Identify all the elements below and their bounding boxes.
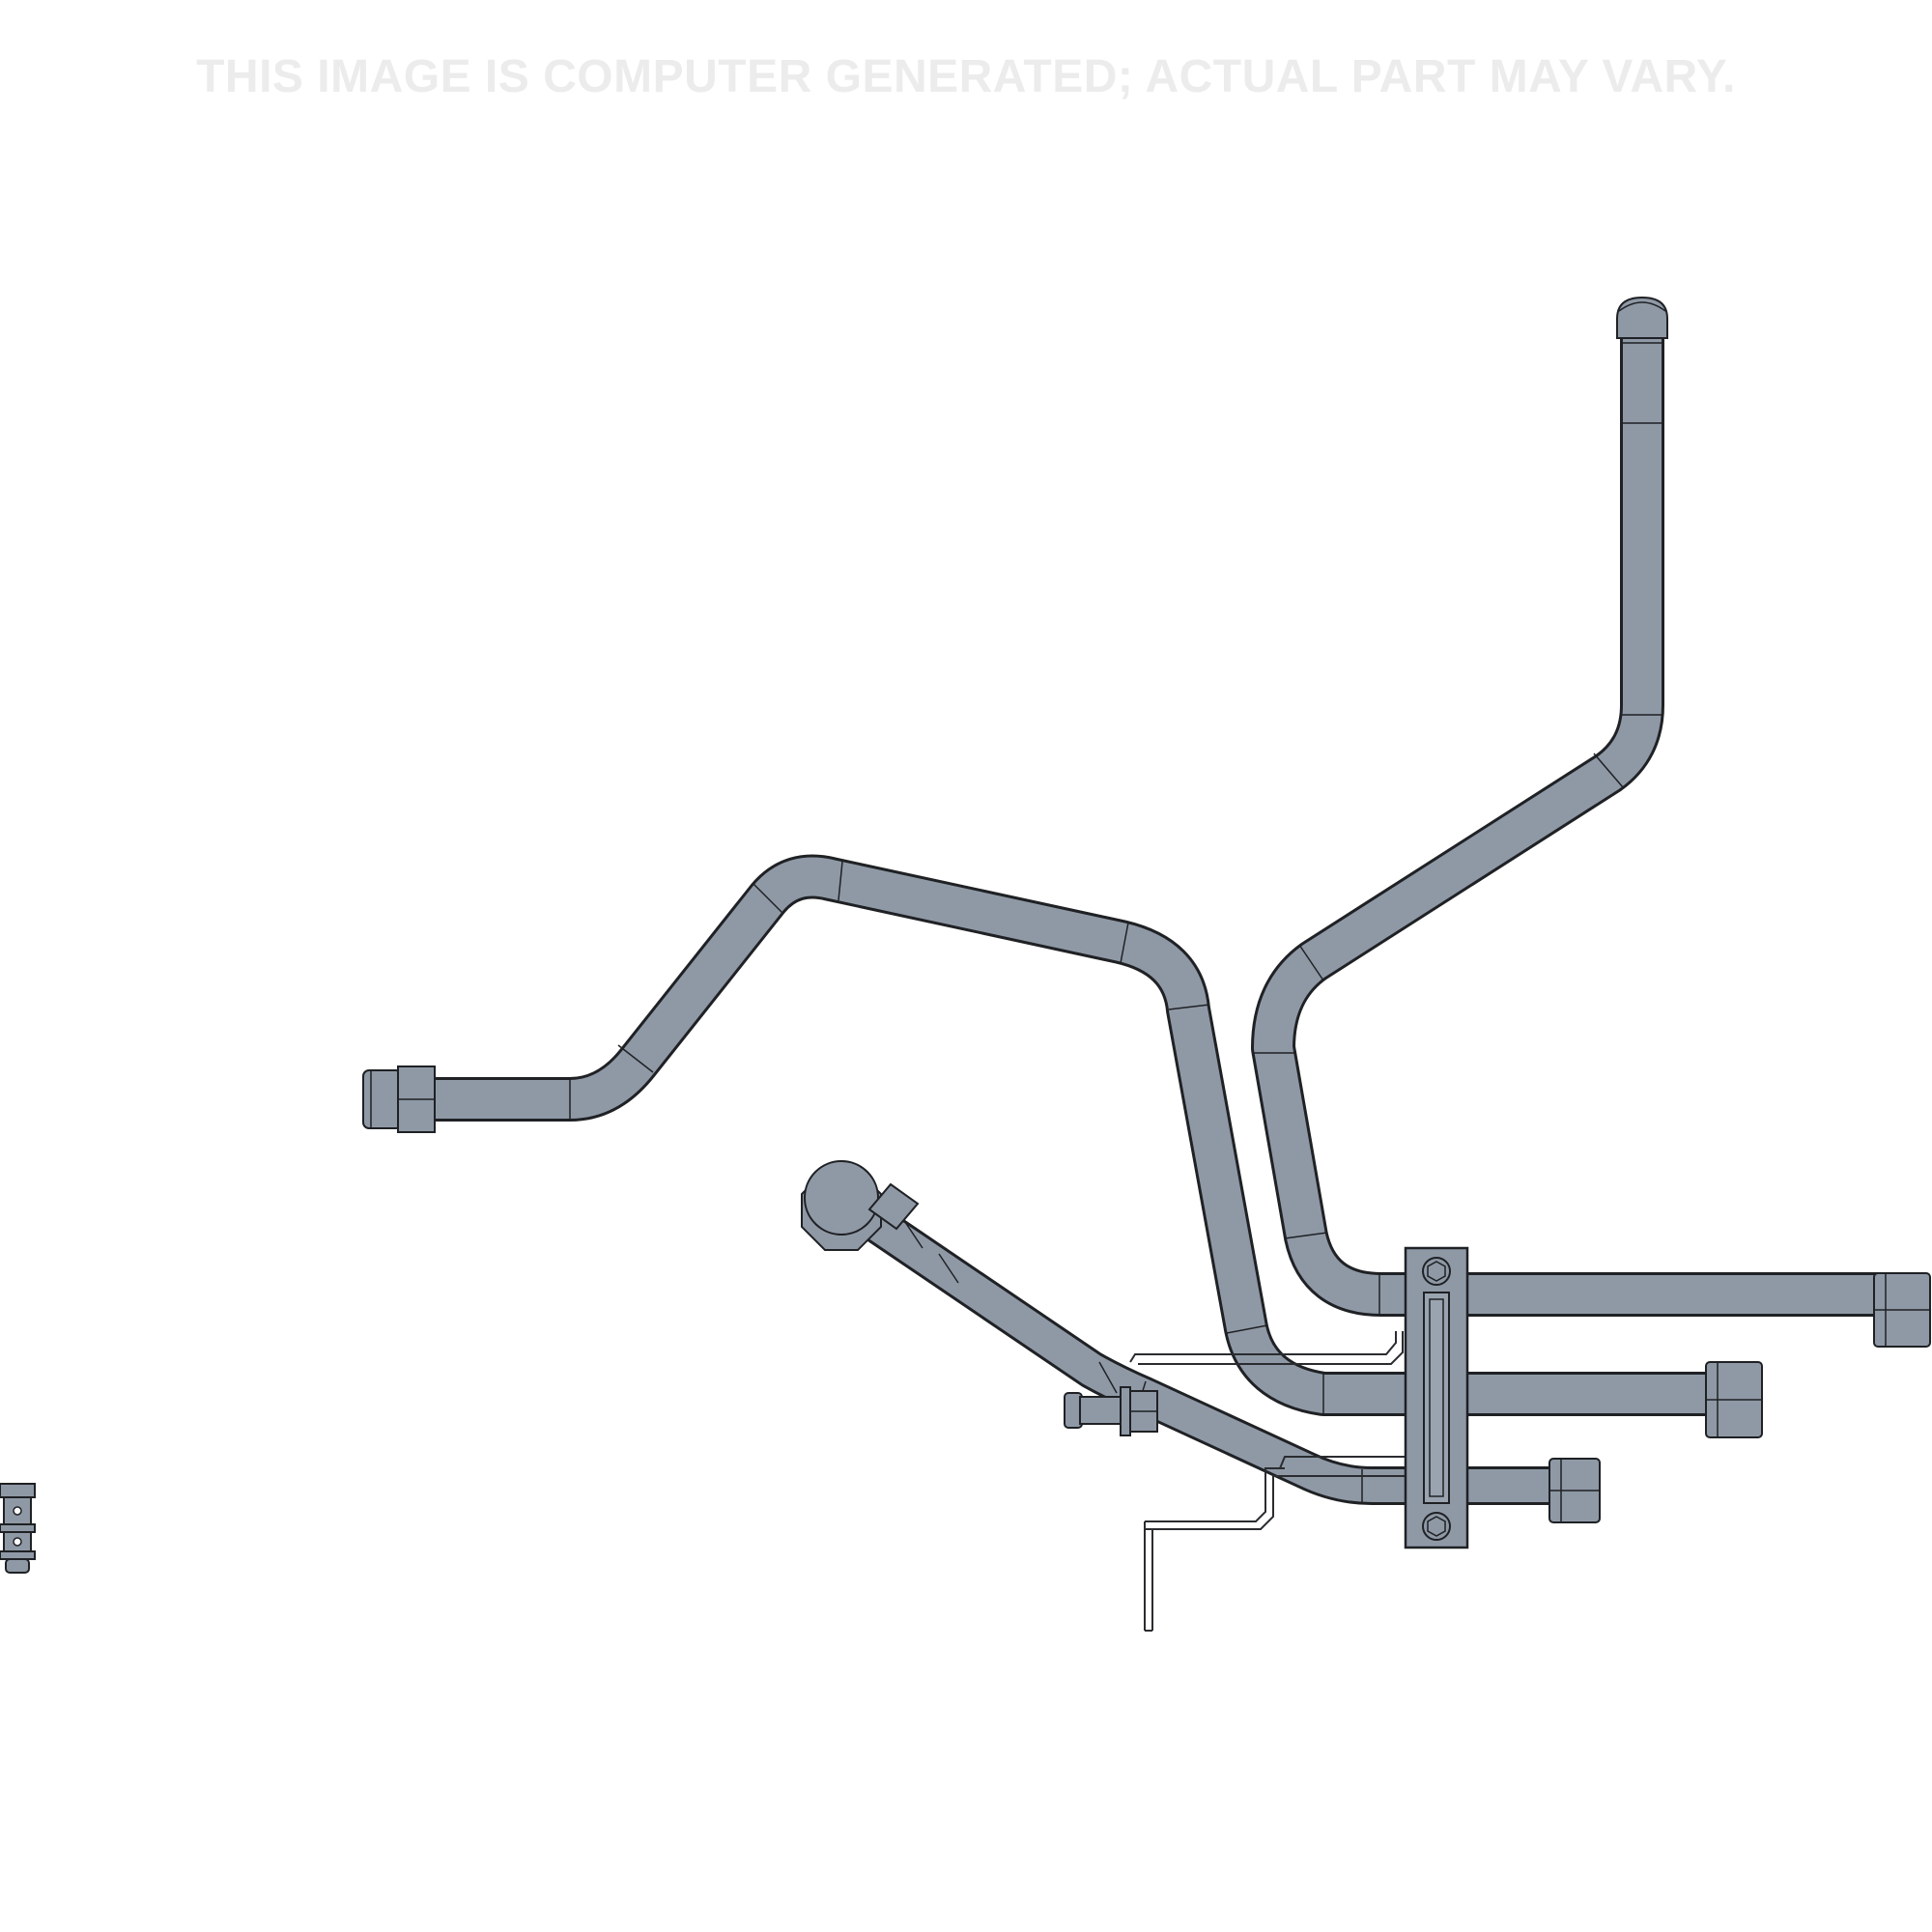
right-hex-fitting-middle: [1705, 1361, 1763, 1438]
diagonal-hydraulic-tube: [858, 1203, 1555, 1505]
right-hex-fitting-upper: [1873, 1272, 1931, 1348]
tall-hydraulic-tube: [1251, 328, 1879, 1317]
diagonal-tube-round-fitting: [801, 1160, 920, 1251]
tall-tube-elbow-cap: [1616, 296, 1668, 344]
mounting-bracket: [1129, 1331, 1406, 1632]
tube-clamp-block: [1404, 1246, 1469, 1549]
loose-small-bolt: [0, 1483, 36, 1574]
disclaimer-notice: THIS IMAGE IS COMPUTER GENERATED; ACTUAL…: [196, 51, 1736, 102]
long-hydraulic-tube: [425, 854, 1710, 1416]
bracket-bolt: [1064, 1386, 1158, 1436]
left-tube-end-fitting: [362, 1065, 436, 1133]
right-hex-fitting-lower: [1548, 1458, 1601, 1523]
